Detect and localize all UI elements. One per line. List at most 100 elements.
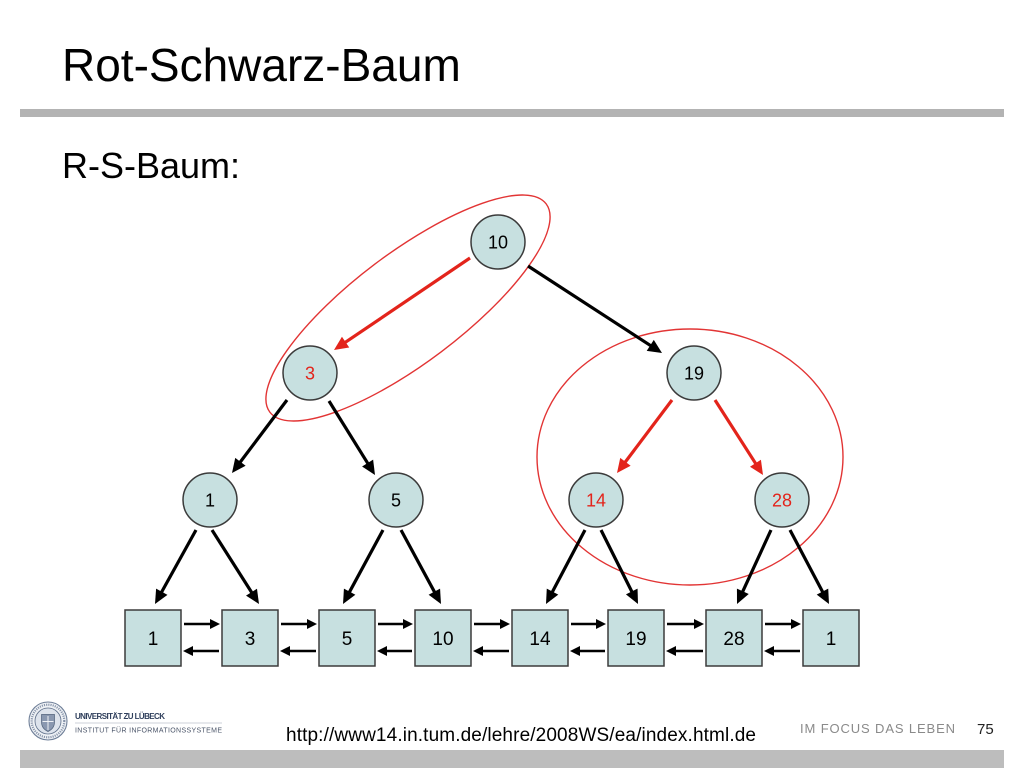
edge-node-5-to-leaf-5 [347, 529, 385, 594]
university-name: UNIVERSITÄT ZU LÜBECK [75, 712, 165, 721]
leaf-node: 19 [607, 609, 665, 667]
leaf-label: 1 [148, 629, 159, 650]
leaf-label: 10 [432, 629, 453, 650]
tree-node-red: 3 [282, 345, 338, 401]
leaf-label: 5 [342, 629, 353, 650]
highlight-ellipse-right-group [536, 328, 844, 586]
footer-bar [20, 750, 1004, 768]
institute-name: INSTITUT FÜR INFORMATIONSSYSTEME [75, 727, 222, 735]
edge-node-28-to-leaf-1 [788, 529, 825, 594]
node-circle [182, 472, 238, 528]
highlight-ellipse-root-group [265, 194, 551, 422]
arrowhead [749, 459, 763, 475]
edge-10-to-19 [527, 264, 652, 348]
node-label: 14 [586, 491, 606, 511]
node-label: 19 [684, 364, 704, 384]
arrowhead [246, 588, 259, 604]
edge-node-1-to-leaf-3 [210, 529, 254, 594]
leaf-box [802, 609, 860, 667]
edge-node-14-to-leaf-19 [599, 529, 634, 594]
edge-node-1-to-leaf-1 [159, 529, 198, 594]
university-slogan: IM FOCUS DAS LEBEN [800, 721, 955, 736]
arrowhead [307, 619, 317, 629]
leaf-box [221, 609, 279, 667]
node-label: 3 [305, 364, 315, 384]
arrowhead [183, 646, 193, 656]
tree-node-red: 28 [754, 472, 810, 528]
arrowhead [210, 619, 220, 629]
leaf-box [607, 609, 665, 667]
title-divider [20, 109, 1004, 117]
arrowhead [625, 588, 638, 604]
arrowhead [500, 619, 510, 629]
edge-3-to-1 [238, 399, 289, 464]
node-circle [754, 472, 810, 528]
university-logo: UNIVERSITÄT ZU LÜBECK INSTITUT FÜR INFOR… [28, 701, 222, 741]
tree-node-black: 5 [368, 472, 424, 528]
tree-edges [155, 256, 829, 604]
arrowhead [232, 457, 246, 473]
leaf-label: 28 [723, 629, 744, 650]
arrowhead [473, 646, 483, 656]
edge-10-to-3 [343, 256, 471, 345]
arrowhead [816, 588, 829, 604]
tree-node-red: 14 [568, 472, 624, 528]
tree-node-black: 19 [666, 345, 722, 401]
edge-3-to-5 [327, 400, 370, 465]
arrowhead [280, 646, 290, 656]
leaf-node: 3 [221, 609, 279, 667]
leaf-label: 19 [625, 629, 646, 650]
arrowhead [666, 646, 676, 656]
node-circle [568, 472, 624, 528]
node-label: 1 [205, 491, 215, 511]
node-circle [666, 345, 722, 401]
arrowhead [646, 339, 662, 353]
arrowhead [570, 646, 580, 656]
leaf-box [318, 609, 376, 667]
arrowhead [155, 588, 168, 604]
slide-subtitle: R-S-Baum: [62, 145, 240, 186]
leaf-label: 1 [826, 629, 837, 650]
red-black-tree-diagram: 10 3 19 1 5 14 [124, 194, 860, 667]
leaf-box [414, 609, 472, 667]
edge-node-14-to-leaf-14 [550, 529, 587, 594]
source-url: http://www14.in.tum.de/lehre/2008WS/ea/i… [286, 725, 756, 746]
leaf-node: 28 [705, 609, 763, 667]
tree-node-root: 10 [470, 214, 526, 270]
university-seal-icon [28, 701, 68, 741]
arrowhead [362, 459, 375, 475]
arrowhead [334, 336, 350, 350]
leaf-node: 1 [124, 609, 182, 667]
red-node-groupings [265, 194, 844, 586]
leaf-box [705, 609, 763, 667]
tree-node-black: 1 [182, 472, 238, 528]
edge-node-5-to-leaf-10 [399, 529, 437, 594]
arrowhead [546, 588, 559, 604]
arrowhead [377, 646, 387, 656]
arrowhead [791, 619, 801, 629]
leaf-node: 14 [511, 609, 569, 667]
leaf-label: 14 [529, 629, 551, 650]
leaf-label: 3 [245, 629, 256, 650]
leaf-list: 1 3 5 10 14 19 [124, 609, 860, 667]
page-number: 75 [977, 721, 994, 738]
arrowhead [736, 588, 749, 604]
footer: UNIVERSITÄT ZU LÜBECK INSTITUT FÜR INFOR… [20, 701, 1004, 768]
edge-19-to-28 [713, 399, 758, 465]
inner-nodes: 10 3 19 1 5 14 [182, 214, 810, 528]
node-label: 28 [772, 491, 792, 511]
arrowhead [764, 646, 774, 656]
arrowhead [428, 588, 441, 604]
arrowhead [596, 619, 606, 629]
node-label: 5 [391, 491, 401, 511]
leaf-node: 10 [414, 609, 472, 667]
arrowhead [343, 588, 356, 604]
leaf-linked-list-pointers [183, 619, 801, 656]
node-circle [282, 345, 338, 401]
arrowhead [694, 619, 704, 629]
leaf-box [124, 609, 182, 667]
node-circle [368, 472, 424, 528]
edge-node-28-to-leaf-28 [740, 529, 773, 593]
edge-19-to-14 [623, 399, 674, 464]
